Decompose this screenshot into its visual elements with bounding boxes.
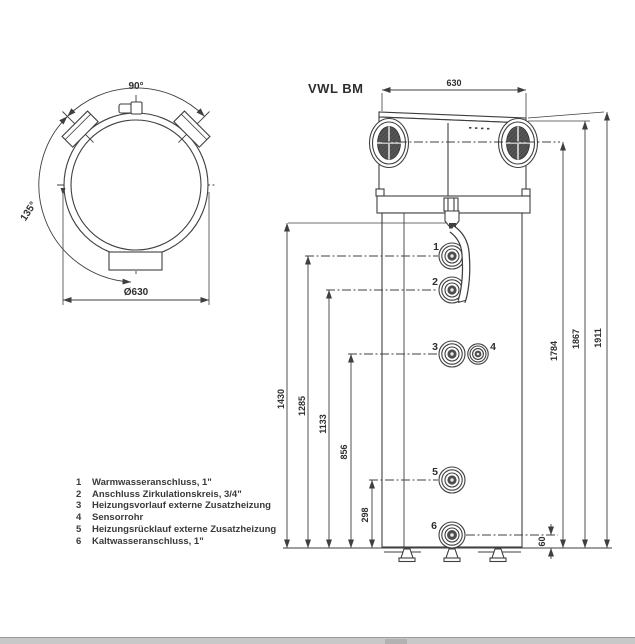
angle-135-arc — [38, 116, 132, 285]
dim-1911-label: 1911 — [593, 328, 603, 348]
connector-5 — [438, 466, 466, 494]
legend-item-number: 2 — [76, 488, 82, 500]
legend-item-number: 6 — [76, 535, 82, 547]
foot-right — [489, 548, 507, 563]
legend: 1 Warmwasseranschluss, 1" 2 Anschluss Zi… — [76, 477, 276, 547]
legend-item-label: Heizungsvorlauf externe Zusatzheizung — [92, 500, 271, 512]
dim-1430-label: 1430 — [276, 389, 286, 409]
connector-labels: 1 2 3 4 5 6 — [431, 241, 496, 532]
legend-item-5: 5 Heizungsrücklauf externe Zusatzheizung — [76, 524, 276, 536]
legend-item-number: 3 — [76, 500, 82, 512]
dim-1867-label: 1867 — [571, 329, 581, 349]
connector-3 — [438, 340, 466, 368]
left-fan-grille — [368, 117, 410, 169]
legend-item-label: Anschluss Zirkulationskreis, 3/4" — [92, 488, 242, 500]
right-fan-grille — [497, 117, 539, 169]
connector-3-label: 3 — [432, 341, 438, 353]
foot-left — [398, 548, 416, 563]
ne-mounting-tab — [173, 110, 211, 148]
width-label: 630 — [446, 78, 461, 88]
band-tab-right — [521, 188, 531, 197]
legend-item-label: Warmwasseranschluss, 1" — [92, 477, 212, 488]
legend-item-number: 1 — [76, 477, 82, 488]
connector-5-label: 5 — [432, 466, 438, 478]
horizontal-scrollbar[interactable] — [0, 637, 635, 644]
model-label: VWL BM — [308, 81, 363, 96]
connector-4-label: 4 — [490, 341, 496, 353]
dim-856-label: 856 — [339, 444, 349, 459]
diameter-label: Ø630 — [124, 287, 149, 298]
dim-width-630: 630 — [381, 78, 527, 119]
connector-leader-lines — [305, 255, 558, 536]
right-dimensions: 1784 1867 1911 — [527, 111, 610, 548]
casing-vent-dots — [469, 127, 490, 130]
bottom-connection-box — [108, 251, 163, 271]
side-view: VWL BM 630 — [276, 78, 612, 563]
connector-1-label: 1 — [433, 241, 439, 253]
dim-1784-label: 1784 — [549, 341, 559, 361]
legend-item-label: Kaltwasseranschluss, 1" — [92, 535, 204, 547]
connector-6 — [438, 521, 466, 549]
dim-1285-label: 1285 — [297, 396, 307, 416]
adjustable-feet — [384, 548, 521, 563]
heat-pump-module — [368, 111, 560, 214]
legend-item-number: 5 — [76, 523, 82, 535]
legend-item-label: Sensorrohr — [92, 512, 144, 524]
dim-diameter-630 — [62, 192, 210, 305]
angle-90-label: 90° — [128, 81, 143, 92]
horizontal-scrollbar-thumb[interactable] — [385, 639, 407, 644]
connector-1 — [438, 242, 466, 270]
foot-center — [443, 548, 461, 563]
legend-item-number: 4 — [76, 512, 82, 524]
rim-tick-arrow — [60, 188, 66, 195]
connector-4 — [467, 343, 489, 365]
condensate-fitting-hose — [443, 197, 471, 303]
connector-6-label: 6 — [431, 520, 437, 532]
dim-60-label: 60 — [537, 536, 547, 546]
legend-item-label: Heizungsrücklauf externe Zusatzheizung — [92, 523, 277, 535]
angle-90-arc — [67, 87, 205, 117]
top-fitting — [118, 101, 143, 115]
legend-item-2: 2 Anschluss Zirkulationskreis, 3/4" — [76, 489, 276, 501]
legend-item-4: 4 Sensorrohr — [76, 512, 276, 524]
connector-2-label: 2 — [432, 276, 438, 288]
legend-item-1: 1 Warmwasseranschluss, 1" — [76, 477, 276, 489]
band-tab-left — [375, 188, 385, 197]
dim-1133-label: 1133 — [318, 414, 328, 434]
dim-60: 60 — [537, 524, 554, 559]
top-view: 90° 135° Ø630 — [19, 81, 215, 305]
legend-item-3: 3 Heizungsvorlauf externe Zusatzheizung — [76, 500, 276, 512]
left-dimensions: 1430 1285 1133 856 298 — [276, 223, 375, 548]
angle-135-label: 135° — [19, 200, 39, 223]
legend-item-6: 6 Kaltwasseranschluss, 1" — [76, 536, 276, 548]
dim-298-label: 298 — [360, 507, 370, 522]
